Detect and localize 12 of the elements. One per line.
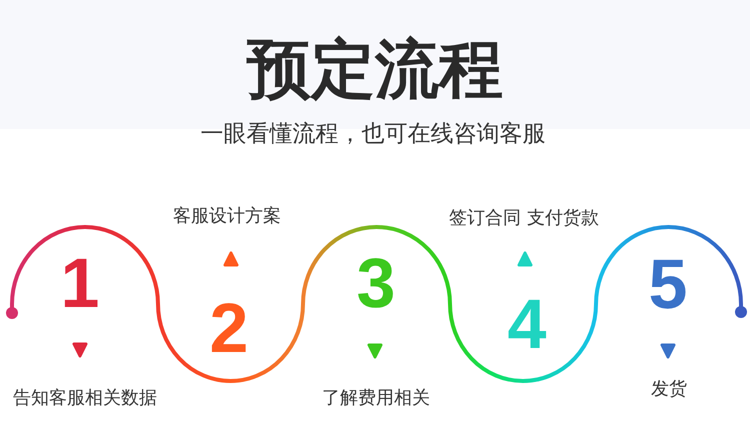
step-number: 4	[508, 298, 546, 350]
step-caption: 签订合同 支付货款	[449, 208, 599, 228]
subtitle: 一眼看懂流程，也可在线咨询客服	[200, 121, 546, 147]
step-number: 2	[210, 302, 248, 354]
step-caption: 客服设计方案	[173, 206, 281, 226]
title: 预定流程	[247, 35, 503, 105]
step-number: 3	[356, 257, 396, 309]
step-number: 1	[60, 257, 100, 309]
step-caption: 了解费用相关	[322, 388, 430, 408]
step-number: 5	[648, 258, 688, 310]
step-caption: 发货	[651, 378, 687, 400]
step-caption: 告知客服相关数据	[13, 388, 157, 408]
